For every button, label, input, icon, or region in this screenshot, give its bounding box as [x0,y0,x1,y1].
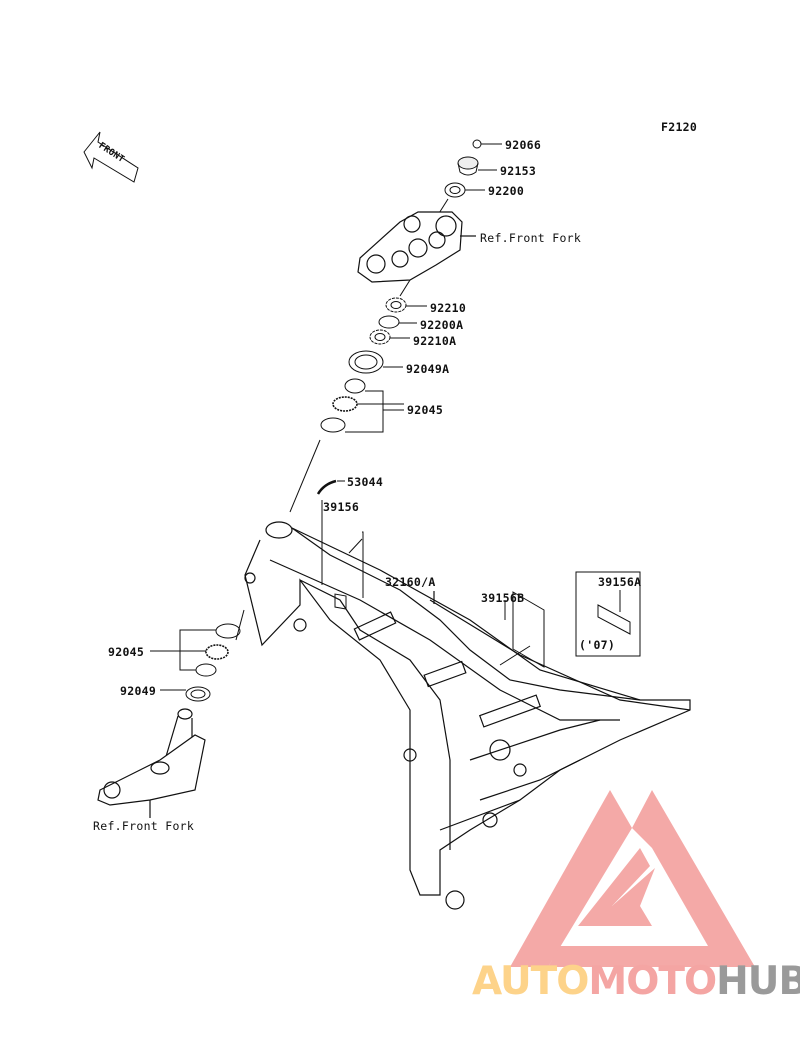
callout-39156[interactable]: 39156 [323,500,360,514]
hose-53044 [316,479,345,585]
callout-32160A[interactable]: 32160/A [385,575,436,589]
ref-front-fork-top[interactable]: Ref.Front Fork [480,231,582,245]
bearing-92045-lower [150,623,241,677]
callout-39156B[interactable]: 39156B [481,591,525,605]
washer-92200 [444,182,485,198]
callout-39156A[interactable]: 39156A [598,575,642,589]
sticker-39156B [499,591,545,668]
washer-92200A [378,315,417,329]
callout-92049[interactable]: 92049 [120,684,157,698]
sticker-39156 [334,531,364,610]
callout-92200A[interactable]: 92200A [420,318,464,332]
cap-92066 [472,139,502,149]
watermark-hub: HUB [716,959,800,1004]
frame-32160 [244,521,691,910]
bearing-92045-upper [320,378,404,433]
callout-39156A-note: ('07) [579,638,616,652]
callout-92049A[interactable]: 92049A [406,362,450,376]
ref-front-fork-bottom[interactable]: Ref.Front Fork [93,819,195,833]
watermark-logo [510,790,755,967]
callout-92210A[interactable]: 92210A [413,334,457,348]
nut-92153 [457,156,497,176]
upper-triple-clamp [357,211,476,283]
watermark-moto: MOTO [588,959,717,1004]
callout-92045-left[interactable]: 92045 [108,645,145,659]
front-arrow-icon [83,131,139,183]
seal-92049A [348,350,403,374]
sticker-39156A-box [575,571,641,657]
locknut-92210A [369,329,410,345]
watermark-text: AUTOMOTOHUB [472,962,800,1002]
callout-92200[interactable]: 92200 [488,184,525,198]
watermark-auto: AUTO [472,959,589,1004]
lower-triple-clamp [97,708,206,818]
seal-92049 [160,686,211,702]
diagram-code: F2120 [661,120,698,134]
callout-92210[interactable]: 92210 [430,301,467,315]
callout-92153[interactable]: 92153 [500,164,537,178]
callout-92045-top[interactable]: 92045 [407,403,444,417]
callout-53044[interactable]: 53044 [347,475,384,489]
callout-92066[interactable]: 92066 [505,138,542,152]
locknut-92210 [385,297,427,313]
